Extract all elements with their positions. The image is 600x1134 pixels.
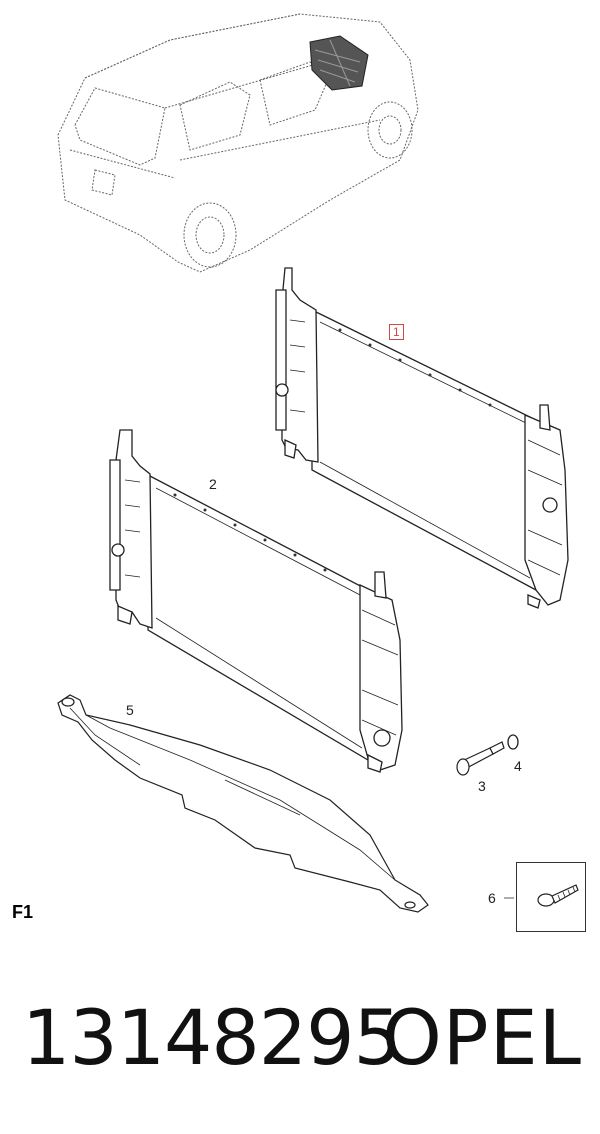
section-mark: F1	[12, 902, 34, 922]
radiator-item-2	[109, 429, 403, 773]
air-deflector-item-5	[57, 694, 429, 913]
car-overview-illustration	[57, 13, 419, 273]
part-number: 13148295	[22, 993, 402, 1082]
radiator-location-hatch	[309, 35, 369, 91]
callout-4: 4	[514, 758, 522, 774]
callout-3: 3	[478, 778, 486, 794]
callout-2: 2	[209, 476, 217, 492]
exploded-parts-diagram	[57, 13, 579, 913]
callout-6: 6	[488, 890, 496, 906]
radiator-item-1	[275, 267, 569, 609]
brand-name: OPEL	[381, 993, 582, 1082]
screw-detail-box	[516, 862, 586, 932]
drain-plug-item-3	[456, 741, 505, 776]
screw-item-6	[537, 884, 579, 907]
callout-5: 5	[126, 702, 134, 718]
seal-ring-item-4	[507, 734, 519, 750]
callout-1: 1	[389, 324, 404, 340]
